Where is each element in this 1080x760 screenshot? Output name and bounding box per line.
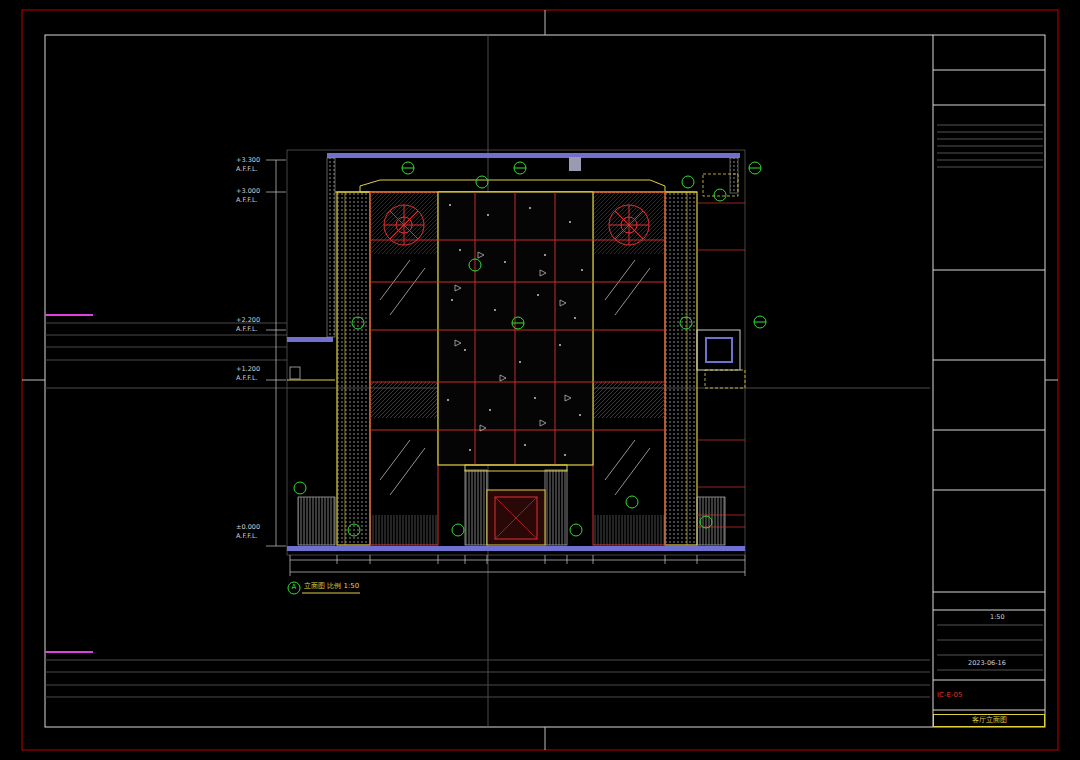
view-callout: A (287, 581, 301, 595)
level-mark: +3.000 (236, 188, 260, 195)
view-caption: 立面图 比例 1:50 (304, 583, 359, 591)
node-text: A (292, 584, 297, 592)
level-note: A.F.F.L. (236, 197, 258, 204)
scale-value: 1:50 (990, 614, 1005, 621)
level-mark: +1.200 (236, 366, 260, 373)
level-note: A.F.F.L. (236, 326, 258, 333)
level-mark: +2.200 (236, 317, 260, 324)
level-note: A.F.F.L. (236, 375, 258, 382)
level-note: A.F.F.L. (236, 533, 258, 540)
title-frame (934, 715, 1045, 727)
node-text: 客厅立面图 (972, 717, 1007, 725)
drawing-title-box: 客厅立面图 (933, 714, 1045, 727)
level-note: A.F.F.L. (236, 166, 258, 173)
level-mark: +3.300 (236, 157, 260, 164)
sheet-number: IC-E-05 (937, 692, 962, 700)
callout-circle (288, 582, 300, 594)
level-mark: ±0.000 (236, 524, 260, 531)
date-value: 2023-06-16 (968, 660, 1006, 667)
